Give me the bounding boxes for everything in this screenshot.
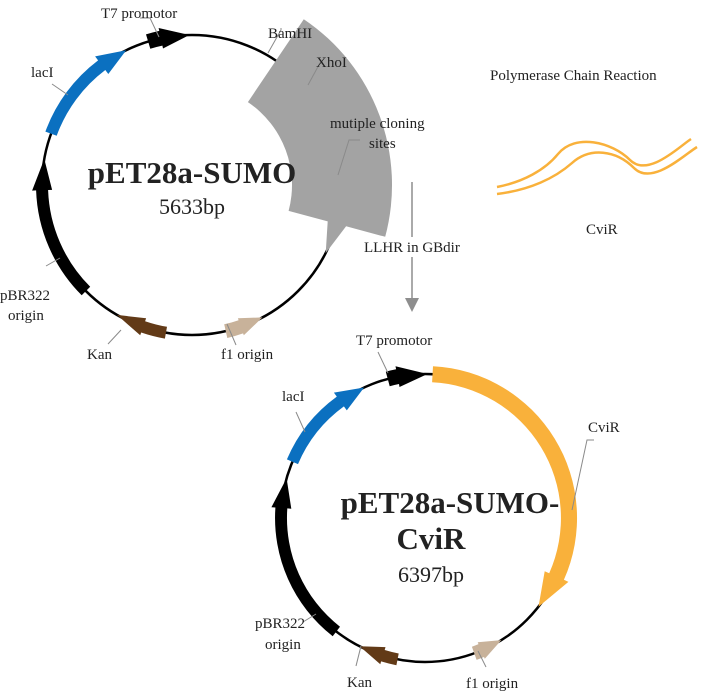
process-label: LLHR in GBdir	[364, 240, 460, 256]
plasmid2-kan-label: Kan	[347, 675, 372, 691]
plasmid1-mcs-label-line1: mutiple cloning	[330, 116, 425, 132]
plasmid2-pbr322-origin-feature	[271, 478, 340, 637]
plasmid1-bamhi-label: BamHI	[268, 26, 312, 42]
plasmid1-mcs-leader	[337, 139, 360, 176]
plasmid2-kan-leader	[355, 645, 362, 667]
pcr-strand-1	[496, 137, 692, 189]
plasmid1-pbr-label-line2: origin	[8, 308, 44, 324]
plasmid2-laci-leader	[295, 411, 306, 433]
plasmid2-kan-feature	[359, 646, 399, 666]
plasmid2-cvir-label: CviR	[588, 420, 620, 436]
plasmid2-pbr-leader	[302, 613, 317, 623]
plasmid1-pbr322-origin-feature	[32, 159, 91, 296]
plasmid1-laci-feature	[45, 50, 127, 136]
plasmid1-laci-leader	[51, 83, 69, 96]
plasmid1-t7-label: T7 promotor	[101, 6, 177, 22]
pcr-title: Polymerase Chain Reaction	[490, 68, 657, 84]
plasmid2-name-line1: pET28a-SUMO-	[341, 485, 560, 520]
process-label-bg	[360, 237, 480, 257]
plasmid1-pbr-leader	[45, 257, 61, 267]
process-arrow-head	[405, 298, 419, 312]
plasmid2-f1-leader	[477, 650, 487, 668]
plasmid2-name-line2: CviR	[397, 521, 467, 556]
plasmid2-cvir-feature	[432, 366, 578, 607]
plasmid2-laci-feature	[286, 387, 365, 465]
process-step: LLHR in GBdir	[360, 182, 480, 312]
plasmid1-size: 5633bp	[159, 194, 225, 219]
pcr-product-name: CviR	[586, 222, 618, 238]
plasmid1-bamhi-leader	[267, 28, 282, 54]
plasmid1-multiple-cloning-sites-feature	[247, 19, 393, 254]
plasmid2-t7-promotor-feature	[385, 366, 428, 387]
plasmid2-pbr-label-line2: origin	[265, 637, 301, 653]
plasmid2-cvir-leader	[571, 439, 594, 511]
plasmid2-laci-label: lacI	[282, 389, 304, 405]
plasmid-pet28a-sumo: T7 promotor BamHI XhoI mutiple cloning s…	[0, 6, 425, 363]
plasmid2-t7-label: T7 promotor	[356, 333, 432, 349]
plasmid1-t7-promotor-feature	[146, 28, 190, 49]
plasmid1-t7-leader	[140, 17, 160, 38]
pcr-strand-2	[496, 145, 698, 196]
plasmid1-laci-label: lacI	[31, 65, 53, 81]
plasmid1-mcs-label-line2: sites	[369, 136, 396, 152]
plasmid1-f1-origin-feature	[224, 317, 263, 338]
plasmid1-kan-leader	[107, 329, 122, 345]
plasmid2-pbr-label-line1: pBR322	[255, 616, 305, 632]
plasmid1-f1-label: f1 origin	[221, 347, 274, 363]
plasmid1-pbr-label-line1: pBR322	[0, 288, 50, 304]
plasmid1-f1-leader	[226, 323, 237, 346]
plasmid2-t7-leader	[377, 351, 389, 374]
plasmid2-f1-origin-feature	[471, 640, 502, 660]
plasmid-pet28a-sumo-cvir: T7 promotor CviR lacI pBR322 origin Kan …	[255, 333, 620, 692]
plasmid1-kan-label: Kan	[87, 347, 112, 363]
plasmid1-xhoi-label: XhoI	[316, 55, 347, 71]
plasmid1-kan-feature	[117, 314, 167, 339]
plasmid2-size: 6397bp	[398, 562, 464, 587]
pcr-product: Polymerase Chain Reaction CviR	[490, 68, 698, 238]
plasmid1-name: pET28a-SUMO	[88, 155, 296, 190]
plasmid2-f1-label: f1 origin	[466, 676, 519, 692]
plasmid1-xhoi-leader	[307, 62, 323, 86]
